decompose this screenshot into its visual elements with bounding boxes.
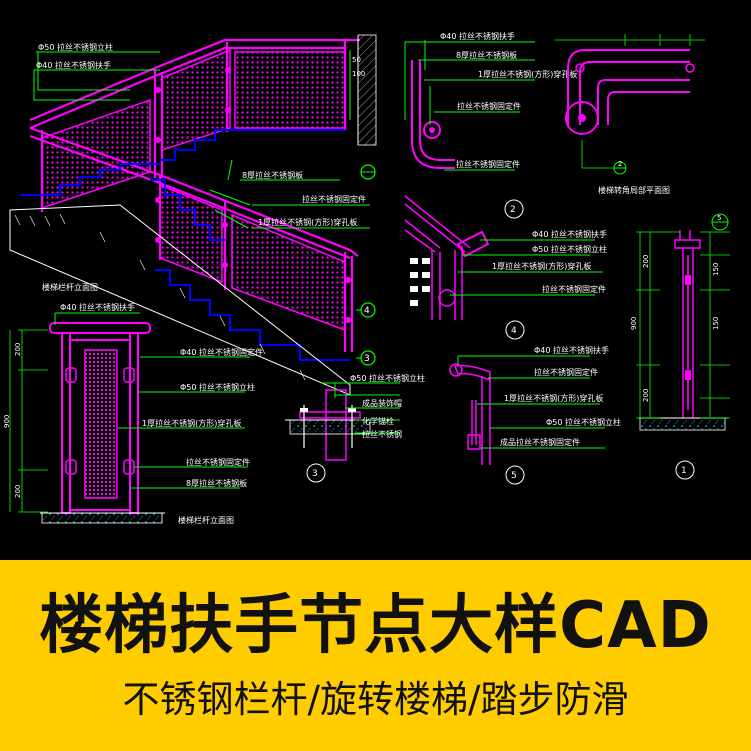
svg-text:4: 4 [364,306,370,316]
elevation-label-post: Φ50 拉丝不锈钢立柱 [180,382,255,392]
elevation-title-bottom: 楼梯栏杆立面图 [178,515,234,525]
detail-1-view: 200 150 900 150 200 5 1 [630,213,730,480]
upper-handrail-inner [29,46,345,130]
stair-label-perforated: 1厚拉丝不锈钢(方形)穿孔板 [258,217,357,227]
callout-marker-top [360,164,376,180]
elevation-label-perforated: 1厚拉丝不锈钢(方形)穿孔板 [142,418,241,428]
detail4-label-post: Φ50 拉丝不锈钢立柱 [532,244,607,254]
stair-slab [9,204,351,396]
svg-text:4: 4 [511,326,517,336]
banner-title: 楼梯扶手节点大样CAD [39,589,712,663]
lower-perforated-panel-2 [231,213,346,332]
upper-slope-panel [161,48,231,152]
elevation-dim-200-bottom: 200 [14,485,22,498]
detail3-callout: 3 [306,463,326,483]
detail3-label-anchor: 化学锚栓 [362,416,394,426]
detail4-label-handrail: Φ40 拉丝不锈钢扶手 [532,229,607,239]
detail1-callout: 1 [675,460,695,480]
svg-text:5: 5 [717,214,721,222]
promo-banner [0,560,751,751]
detail5-label-handrail: Φ40 拉丝不锈钢扶手 [534,345,609,355]
detail1-dim-150-mid: 150 [712,317,720,330]
stair-dim-100: 100 [352,70,365,78]
stair-label-plate: 8厚拉丝不锈钢板 [242,170,303,180]
cad-drawing-sheet: Φ50 拉丝不锈钢立柱 Φ40 拉丝不锈钢扶手 8厚拉丝不锈钢板 拉丝不锈钢固定… [3,31,730,525]
detail-4-view: Φ40 拉丝不锈钢扶手 Φ50 拉丝不锈钢立柱 1厚拉丝不锈钢(方形)穿孔板 拉… [404,195,607,340]
svg-text:1: 1 [681,466,687,476]
detail5-callout: 5 [505,465,525,485]
detail1-dim-200-bottom: 200 [642,389,650,402]
svg-text:2: 2 [618,160,622,168]
stair-label-post: Φ50 拉丝不锈钢立柱 [38,42,113,52]
detail5-label-perforated: 1厚拉丝不锈钢(方形)穿孔板 [504,393,603,403]
plan-callout: 2 [613,160,627,175]
elevation-perforated-panel [84,349,118,499]
svg-text:2: 2 [510,205,516,215]
detail-2-view: Φ40 拉丝不锈钢扶手 8厚拉丝不锈钢板 1厚拉丝不锈钢(方形)穿孔板 拉丝不锈… [404,31,577,219]
lower-handrail [29,126,359,257]
detail2-label-perforated: 1厚拉丝不锈钢(方形)穿孔板 [478,69,577,79]
elevation-label-fixing: 拉丝不锈钢固定件 [186,457,250,467]
detail3-label-steel: 拉丝不锈钢 [362,429,402,439]
detail2-label-fixing: 拉丝不锈钢固定件 [457,101,521,111]
upper-handrail [29,38,360,122]
detail1-dim-900: 900 [630,317,638,330]
stair-elevation-view: Φ50 拉丝不锈钢立柱 Φ40 拉丝不锈钢扶手 8厚拉丝不锈钢板 拉丝不锈钢固定… [9,34,377,396]
detail2-callout: 2 [504,199,524,219]
stair-label-handrail: Φ40 拉丝不锈钢扶手 [36,60,111,70]
svg-text:3: 3 [364,354,370,364]
detail2-label-handrail: Φ40 拉丝不锈钢扶手 [440,31,515,41]
detail2-label-fixing-2: 拉丝不锈钢固定件 [456,159,520,169]
elevation-title-top: 楼梯栏杆立面图 [42,282,98,292]
upper-stair-steps [160,129,345,161]
detail2-label-plate: 8厚拉丝不锈钢板 [456,50,517,60]
lower-perforated-panel-1 [159,183,223,284]
svg-text:5: 5 [511,471,517,481]
detail5-label-fixing-2: 成品拉丝不锈钢固定件 [500,437,580,447]
detail5-label-fixing: 拉丝不锈钢固定件 [534,367,598,377]
detail1-dim-200: 200 [642,255,650,268]
detail3-label-cap: 成品装饰帽 [362,398,402,408]
banner-subtitle: 不锈钢栏杆/旋转楼梯/踏步防滑 [122,678,629,721]
detail5-label-post: Φ50 拉丝不锈钢立柱 [546,417,621,427]
elevation-dim-200-top: 200 [14,343,22,356]
detail-3-view: Φ50 拉丝不锈钢立柱 成品装饰帽 化学锚栓 拉丝不锈钢 3 [285,373,425,483]
detail1-dim-150-top: 150 [712,263,720,276]
callout-3: 3 [356,350,376,366]
stair-label-fixing: 拉丝不锈钢固定件 [302,194,366,204]
lower-stair-steps [20,163,160,196]
detail-5-view: Φ40 拉丝不锈钢扶手 拉丝不锈钢固定件 1厚拉丝不锈钢(方形)穿孔板 Φ50 … [449,345,621,485]
stair-dim-50: 50 [352,56,361,64]
plan-title: 楼梯转角局部平面图 [598,185,670,195]
elevation-dim-900: 900 [3,415,11,428]
elevation-label-handrail: Φ40 拉丝不锈钢扶手 [60,302,135,312]
callout-4: 4 [356,302,376,318]
upper-perforated-panel [234,51,346,129]
corner-plan-view: 2 楼梯转角局部平面图 [555,34,705,195]
detail4-label-fixing: 拉丝不锈钢固定件 [542,284,606,294]
detail4-label-perforated: 1厚拉丝不锈钢(方形)穿孔板 [492,261,591,271]
detail3-label-post: Φ50 拉丝不锈钢立柱 [350,373,425,383]
detail4-callout: 4 [505,320,525,340]
svg-text:3: 3 [312,469,318,479]
elevation-label-fixing-top: Φ40 拉丝不锈钢固定件 [180,347,263,357]
railing-elevation-view: 楼梯栏杆立面图 200 900 200 [3,282,263,525]
detail1-callout-top: 5 [711,213,729,231]
elevation-label-plate: 8厚拉丝不锈钢板 [186,478,247,488]
